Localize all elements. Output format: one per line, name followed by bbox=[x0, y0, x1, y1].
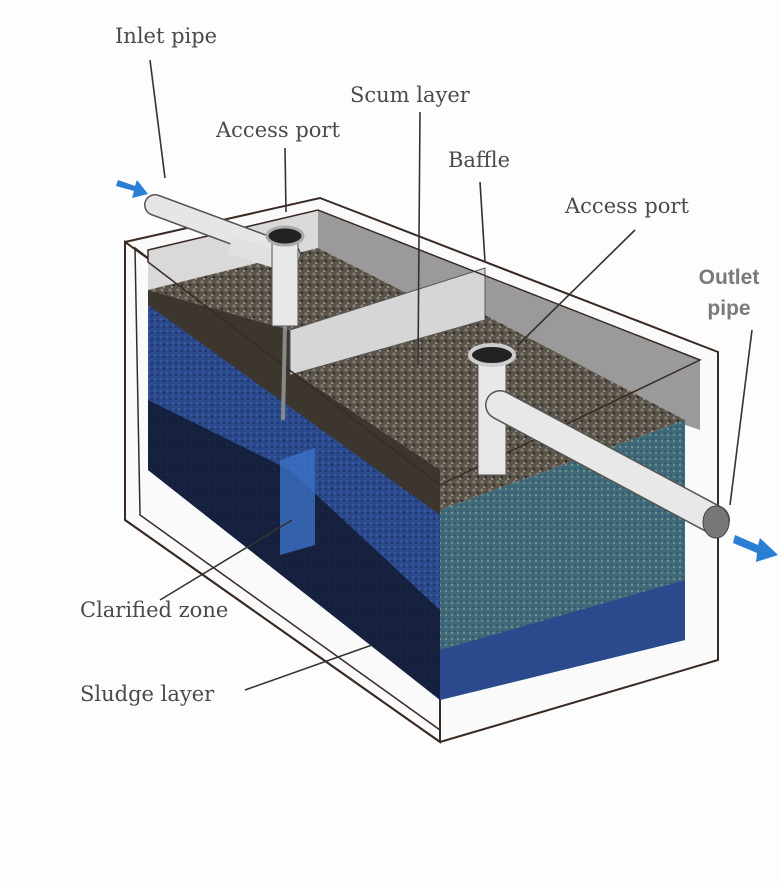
label-scum-layer: Scum layer bbox=[350, 83, 470, 107]
baffle bbox=[289, 267, 486, 376]
inlet-flow-arrow bbox=[116, 180, 148, 198]
label-inlet-pipe: Inlet pipe bbox=[115, 24, 218, 48]
label-outlet-pipe-line1: Outlet bbox=[698, 266, 760, 289]
label-outlet-pipe-line2: pipe bbox=[707, 297, 751, 320]
right-back-wall bbox=[318, 210, 700, 430]
inlet-pipe bbox=[144, 194, 305, 421]
right-chamber-sludge bbox=[440, 580, 685, 700]
outlet-flow-arrow bbox=[733, 535, 778, 562]
label-access-port-left: Access port bbox=[216, 118, 340, 142]
label-outlet-pipe: Outlet pipe bbox=[686, 262, 772, 324]
label-sludge-layer: Sludge layer bbox=[80, 682, 215, 706]
label-access-port-right: Access port bbox=[565, 194, 689, 218]
label-clarified-zone: Clarified zone bbox=[80, 598, 229, 622]
label-baffle: Baffle bbox=[448, 148, 511, 172]
outlet-pipe bbox=[468, 343, 730, 539]
baffle-front bbox=[280, 448, 315, 555]
leader-lines bbox=[149, 59, 753, 691]
scum-front bbox=[148, 290, 440, 515]
